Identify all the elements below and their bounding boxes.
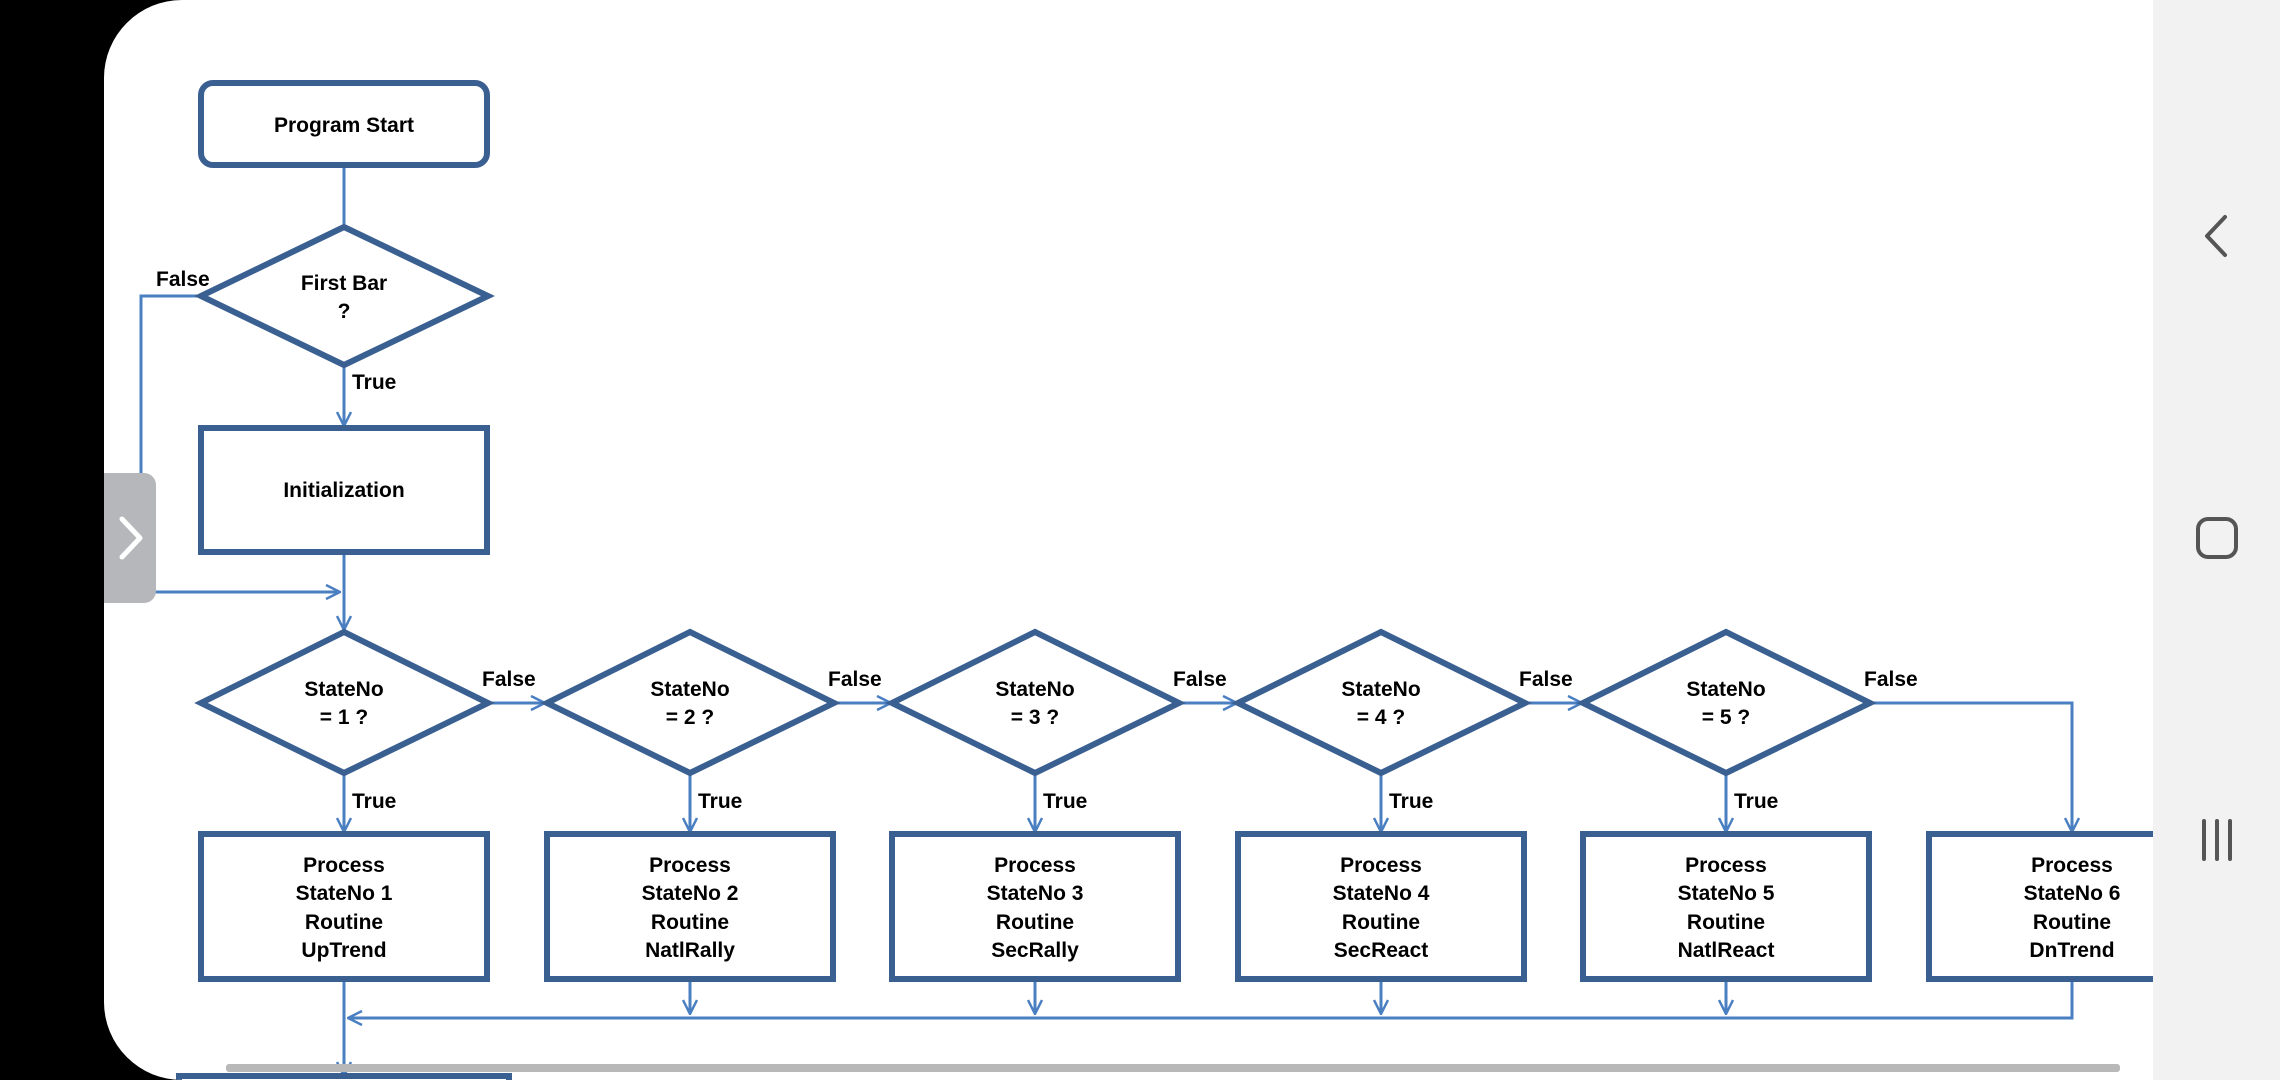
process-1-text: Process StateNo 1 Routine UpTrend [296, 854, 393, 962]
chevron-right-icon [119, 516, 143, 560]
first-bar-label-2: ? [338, 300, 351, 323]
process-box-3 [889, 831, 1181, 982]
process-3-text: Process StateNo 3 Routine SecRally [987, 854, 1084, 962]
svg-text:NatlReact: NatlReact [1678, 939, 1775, 962]
svg-text:StateNo 2: StateNo 2 [642, 882, 739, 905]
recents-button[interactable] [2153, 780, 2280, 900]
process-box-1 [198, 831, 490, 982]
home-square-icon [2195, 517, 2238, 559]
decision-4-label: StateNo [1341, 678, 1420, 701]
true-label: True [352, 790, 396, 813]
svg-text:StateNo 1: StateNo 1 [296, 882, 393, 905]
chevron-left-icon [2204, 215, 2227, 257]
initialization-label: Initialization [283, 479, 404, 502]
svg-text:Routine: Routine [1342, 911, 1420, 934]
true-label: True [1734, 790, 1778, 813]
true-label: True [352, 371, 396, 394]
true-label: True [698, 790, 742, 813]
svg-text:SecRally: SecRally [991, 939, 1079, 962]
svg-text:Routine: Routine [651, 911, 729, 934]
svg-text:UpTrend: UpTrend [301, 939, 386, 962]
decision-2-label: = 2 ? [666, 706, 714, 729]
home-button[interactable] [2153, 478, 2280, 598]
false-label: False [1519, 668, 1573, 691]
back-button[interactable] [2153, 176, 2280, 296]
true-label: True [1043, 790, 1087, 813]
first-bar-label-1: First Bar [301, 272, 387, 295]
initialization-box [198, 425, 490, 555]
svg-text:StateNo 3: StateNo 3 [987, 882, 1084, 905]
navigation-bar [2153, 0, 2280, 1080]
program-start-box [198, 80, 490, 168]
decision-5-label: StateNo [1686, 678, 1765, 701]
svg-text:Process: Process [649, 854, 731, 877]
decision-state-2 [540, 628, 841, 777]
decision-state-1 [194, 628, 495, 777]
svg-text:Process: Process [1340, 854, 1422, 877]
process-box-6 [1926, 831, 2153, 982]
document-viewport[interactable]: Program Start First Bar ? Initialization… [104, 0, 2153, 1080]
flowchart: Program Start First Bar ? Initialization… [139, 80, 2153, 1080]
svg-text:StateNo 6: StateNo 6 [2024, 882, 2121, 905]
svg-text:Process: Process [2031, 854, 2113, 877]
decision-3-label: = 3 ? [1011, 706, 1059, 729]
decision-state-4 [1231, 628, 1532, 777]
svg-text:Routine: Routine [1687, 911, 1765, 934]
svg-text:Routine: Routine [996, 911, 1074, 934]
decision-state-3 [885, 628, 1186, 777]
false-label: False [156, 268, 210, 291]
decision-2-label: StateNo [650, 678, 729, 701]
next-box-edge [176, 1073, 512, 1080]
svg-text:Routine: Routine [305, 911, 383, 934]
false-label: False [1864, 668, 1918, 691]
svg-text:Process: Process [303, 854, 385, 877]
decision-state-5 [1576, 628, 1877, 777]
decision-3-label: StateNo [995, 678, 1074, 701]
connectors [139, 166, 2072, 1076]
process-5-text: Process StateNo 5 Routine NatlReact [1678, 854, 1775, 962]
svg-text:NatlRally: NatlRally [645, 939, 735, 962]
process-box-4 [1235, 831, 1527, 982]
svg-text:Routine: Routine [2033, 911, 2111, 934]
process-6-text: Process StateNo 6 Routine DnTrend [2024, 854, 2121, 962]
decision-4-label: = 4 ? [1357, 706, 1405, 729]
false-label: False [828, 668, 882, 691]
recents-bars-icon [2201, 819, 2232, 861]
first-bar-decision [194, 223, 495, 369]
decision-5-label: = 5 ? [1702, 706, 1750, 729]
svg-text:DnTrend: DnTrend [2029, 939, 2114, 962]
process-2-text: Process StateNo 2 Routine NatlRally [642, 854, 739, 962]
side-panel-handle[interactable] [104, 473, 156, 603]
process-box-2 [544, 831, 836, 982]
program-start-label: Program Start [274, 114, 414, 137]
false-label: False [482, 668, 536, 691]
svg-text:SecReact: SecReact [1334, 939, 1429, 962]
horizontal-scrollbar[interactable] [226, 1064, 2120, 1072]
svg-text:Process: Process [1685, 854, 1767, 877]
decision-1-label: StateNo [304, 678, 383, 701]
true-label: True [1389, 790, 1433, 813]
svg-text:StateNo 4: StateNo 4 [1333, 882, 1430, 905]
process-box-5 [1580, 831, 1872, 982]
decision-1-label: = 1 ? [320, 706, 368, 729]
false-label: False [1173, 668, 1227, 691]
svg-text:StateNo 5: StateNo 5 [1678, 882, 1775, 905]
process-4-text: Process StateNo 4 Routine SecReact [1333, 854, 1430, 962]
svg-text:Process: Process [994, 854, 1076, 877]
